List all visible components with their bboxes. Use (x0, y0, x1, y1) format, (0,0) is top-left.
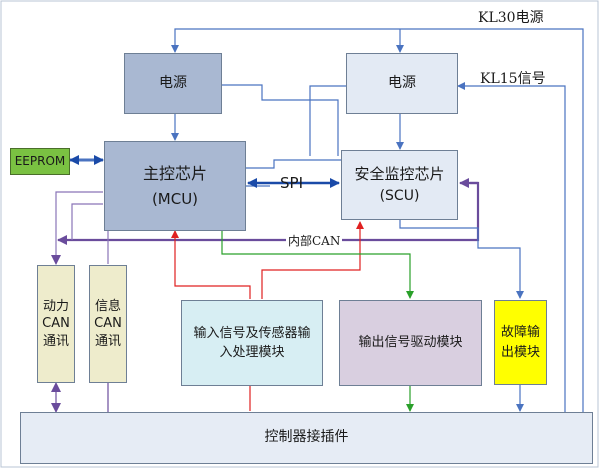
output-module-label: 输出信号驱动模块 (358, 334, 463, 350)
output-wires (221, 231, 414, 412)
mcu-subtitle: (MCU) (151, 189, 199, 208)
eeprom-label: EEPROM (14, 154, 66, 168)
spi-label: SPI (280, 174, 303, 192)
info-can-block: 信息CAN通讯 (89, 265, 127, 383)
can-connector-wires (51, 382, 109, 413)
internal-can-label: 内部CAN (286, 232, 343, 249)
kl30-label: KL30电源 (478, 10, 544, 26)
connector-block: 控制器接插件 (20, 412, 593, 464)
internal-can-bus (57, 178, 480, 245)
info-can-label: 信息CAN通讯 (94, 298, 122, 349)
scu-power-block: 电源 (346, 53, 458, 114)
input-module-label: 输入信号及传感器输入处理模块 (193, 325, 311, 361)
eeprom-block: EEPROM (10, 148, 70, 175)
input-wires (171, 221, 364, 411)
fault-wires (399, 220, 524, 412)
kl15-label: KL15信号 (480, 71, 546, 87)
scu-subtitle: (SCU) (379, 187, 420, 204)
power-can-label: 动力CAN通讯 (42, 298, 70, 349)
fault-module-block: 故障输出模块 (494, 300, 547, 385)
mcu-block: 主控芯片 (MCU) (104, 141, 246, 231)
mcu-power-label: 电源 (159, 74, 187, 91)
scu-power-label: 电源 (388, 74, 416, 91)
mcu-can-wires (51, 191, 109, 265)
output-module-block: 输出信号驱动模块 (339, 300, 482, 386)
kl30-wire (171, 28, 584, 413)
mcu-power-block: 电源 (124, 53, 222, 114)
mcu-title: 主控芯片 (142, 163, 207, 183)
scu-title: 安全监控芯片 (354, 164, 445, 183)
input-module-block: 输入信号及传感器输入处理模块 (181, 300, 323, 386)
scu-block: 安全监控芯片 (SCU) (341, 150, 458, 220)
fault-module-label: 故障输出模块 (500, 325, 540, 360)
power-can-block: 动力CAN通讯 (37, 265, 75, 383)
connector-label: 控制器接插件 (264, 429, 349, 446)
kl15-wire (457, 82, 566, 413)
